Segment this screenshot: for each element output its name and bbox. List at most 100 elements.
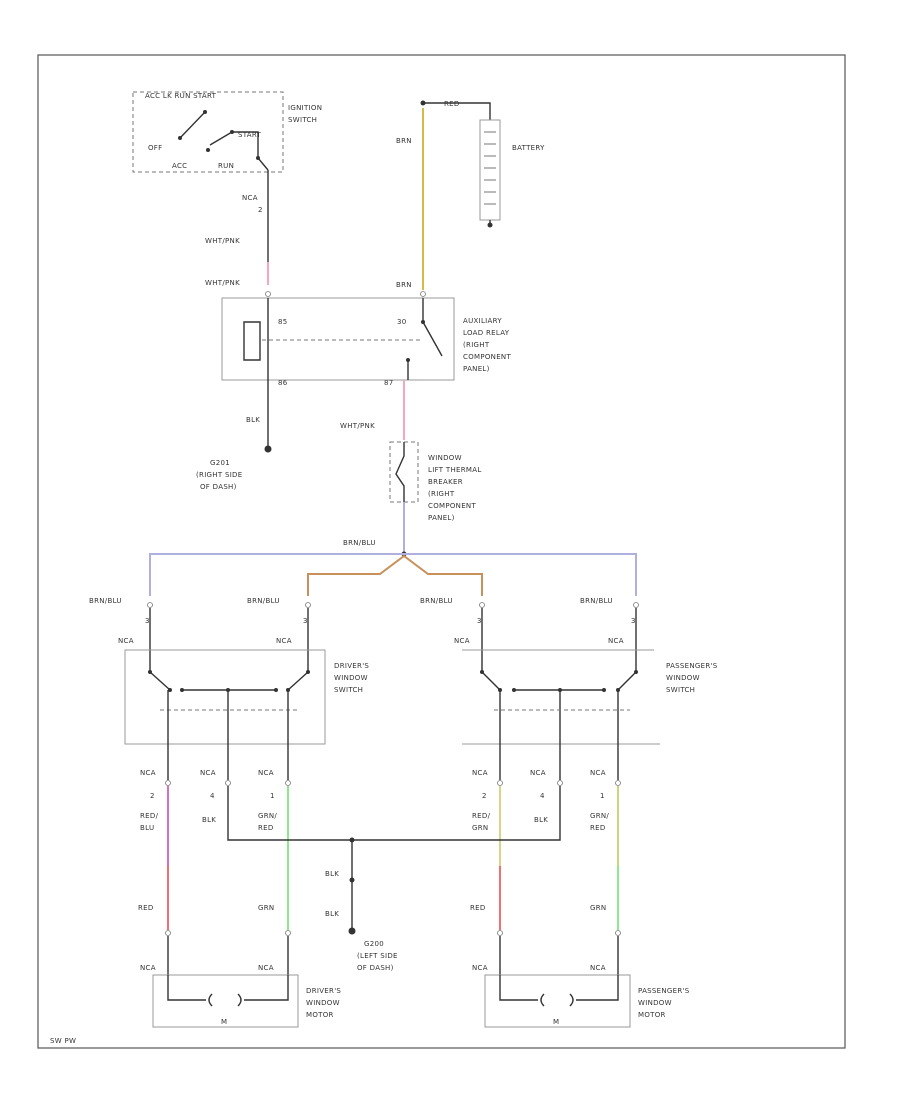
- passenger-out-grn-red-1: GRN/: [590, 812, 609, 820]
- driver-switch-label-3: SWITCH: [334, 686, 363, 694]
- breaker-label-4: (RIGHT: [428, 490, 455, 498]
- relay-terminal: [406, 358, 410, 362]
- ignition-positions-label: ACC LK RUN START: [145, 92, 217, 100]
- switch-contact: [617, 671, 637, 691]
- driver-motor-winding: [167, 975, 206, 1001]
- passenger-motor-conn: NCA: [472, 964, 488, 972]
- splice: [349, 877, 355, 883]
- switch-terminal: [180, 688, 184, 692]
- wire-brn-blu-crossover: [307, 554, 483, 596]
- driver-out-red-blu-1: RED/: [140, 812, 159, 820]
- breaker-label-6: PANEL): [428, 514, 455, 522]
- switch-terminal: [512, 688, 516, 692]
- battery: RED BATTERY: [420, 100, 545, 228]
- breaker-label-3: BREAKER: [428, 478, 463, 486]
- passenger-motor-winding: [499, 975, 538, 1001]
- connector-pin: [285, 780, 291, 786]
- feed-pin-label: 3: [477, 617, 482, 625]
- battery-negative-terminal: [487, 222, 493, 228]
- passenger-out-red-grn-2: GRN: [472, 824, 488, 832]
- relay-pin-86: 86: [278, 379, 288, 387]
- driver-switch-label-2: WINDOW: [334, 674, 368, 682]
- passenger-out-red: RED: [470, 904, 486, 912]
- driver-out-grn: GRN: [258, 904, 274, 912]
- ignition-switch-label-1: IGNITION: [288, 104, 322, 112]
- connector-pin: [497, 930, 503, 936]
- passengers-window-switch: PASSENGER'S WINDOW SWITCH: [462, 649, 718, 780]
- ignition-contact-arm-2: [209, 131, 233, 146]
- breaker-wire-in-label: WHT/PNK: [340, 422, 375, 430]
- driver-switch-housing: [124, 649, 326, 745]
- driver-out-red: RED: [138, 904, 154, 912]
- relay-pin-30: 30: [397, 318, 407, 326]
- passenger-out-pin-1: 1: [600, 792, 605, 800]
- driver-out-conn-label: NCA: [258, 769, 274, 777]
- connector-pin: [557, 780, 563, 786]
- driver-out-pin-4: 4: [210, 792, 215, 800]
- switch-terminal: [602, 688, 606, 692]
- feed-conn-label: NCA: [276, 637, 292, 645]
- feed-wire-label: BRN/BLU: [420, 597, 453, 605]
- passenger-switch-label-1: PASSENGER'S: [666, 662, 718, 670]
- ground-g200-label-2: (LEFT SIDE: [357, 952, 398, 960]
- passenger-switch-label-3: SWITCH: [666, 686, 695, 694]
- switch-terminal: [226, 688, 230, 692]
- relay-housing: [221, 297, 455, 381]
- ignition-off-label: OFF: [148, 144, 162, 152]
- driver-motor-housing: [152, 974, 299, 1028]
- battery-body: [479, 119, 501, 221]
- switch-terminal: [306, 670, 310, 674]
- switch-terminal: [558, 688, 562, 692]
- passenger-out-conn-label: NCA: [590, 769, 606, 777]
- passenger-out-pin-2: 2: [482, 792, 487, 800]
- switch-contact: [149, 671, 171, 691]
- ignition-terminal: [206, 148, 210, 152]
- feed-conn-label: NCA: [608, 637, 624, 645]
- connector-pin: [285, 930, 291, 936]
- passenger-motor-m: M: [553, 1018, 559, 1026]
- connector-pin: [225, 780, 231, 786]
- ignition-output-path: [232, 131, 269, 171]
- passenger-motor-conn: NCA: [590, 964, 606, 972]
- footer-code: SW PW: [50, 1037, 76, 1045]
- ground-blk-label: BLK: [325, 870, 339, 878]
- drivers-window-switch: DRIVER'S WINDOW SWITCH: [124, 649, 369, 780]
- driver-motor-conn: NCA: [258, 964, 274, 972]
- relay-label-4: COMPONENT: [463, 353, 511, 361]
- driver-motor-label-1: DRIVER'S: [306, 987, 341, 995]
- switch-contact: [481, 671, 501, 691]
- switch-terminal: [168, 688, 172, 692]
- battery-positive-lead: [423, 102, 491, 120]
- driver-motor-label-2: WINDOW: [306, 999, 340, 1007]
- wire-brn-blu-bus: [149, 553, 637, 596]
- ignition-terminal: [178, 136, 182, 140]
- passenger-motor-label-2: WINDOW: [638, 999, 672, 1007]
- passenger-motor-label-1: PASSENGER'S: [638, 987, 690, 995]
- battery-cells: [484, 131, 496, 205]
- ignition-terminal: [203, 110, 207, 114]
- ignition-switch-label-2: SWITCH: [288, 116, 317, 124]
- relay-label-5: PANEL): [463, 365, 490, 373]
- driver-motor-m: M: [221, 1018, 227, 1026]
- ignition-switch: ACC LK RUN START IGNITION SWITCH OFF ACC…: [132, 91, 322, 173]
- battery-brn-label: BRN: [396, 137, 412, 145]
- ignition-wire-out-label: WHT/PNK: [205, 237, 240, 245]
- feed-wire-label: BRN/BLU: [89, 597, 122, 605]
- connector-pin: [165, 930, 171, 936]
- ground-g200-symbol: [348, 927, 356, 935]
- breaker-label-1: WINDOW: [428, 454, 462, 462]
- passenger-out-blk: BLK: [534, 816, 548, 824]
- driver-out-grn-red-1: GRN/: [258, 812, 277, 820]
- passenger-out-conn-label: NCA: [530, 769, 546, 777]
- driver-switch-label-1: DRIVER'S: [334, 662, 369, 670]
- connector-pin: [265, 291, 271, 297]
- connector-pin: [479, 602, 485, 608]
- connector-pin: [615, 930, 621, 936]
- relay-contact-arm: [422, 321, 443, 357]
- ignition-conn-label: NCA: [242, 194, 258, 202]
- driver-out-conn-label: NCA: [200, 769, 216, 777]
- connector-pin: [420, 291, 426, 297]
- passenger-out-grn: GRN: [590, 904, 606, 912]
- feed-pin-label: 3: [631, 617, 636, 625]
- connector-pin: [615, 780, 621, 786]
